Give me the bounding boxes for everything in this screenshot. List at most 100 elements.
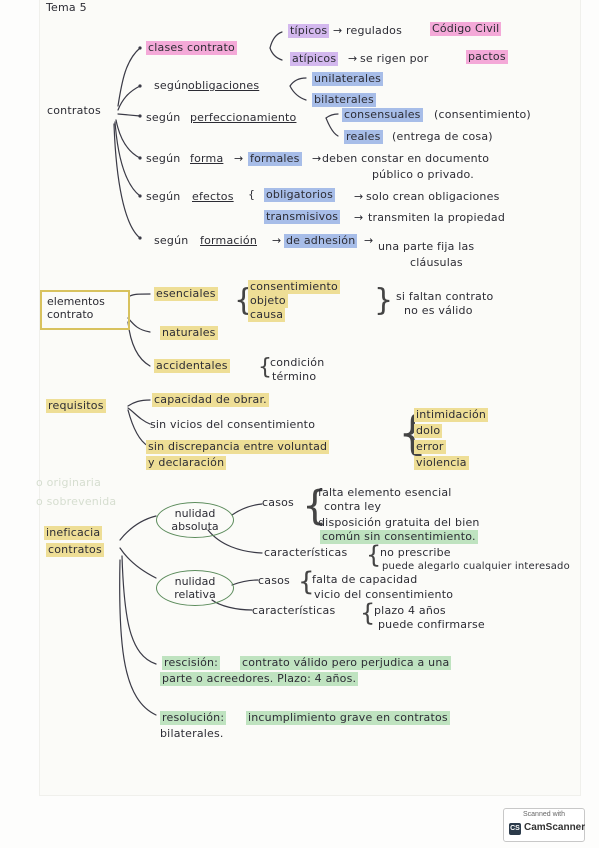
atipicos-arrow: → — [348, 52, 358, 65]
elementos-label-2: contrato — [47, 308, 94, 321]
caracteristicas-abs: características — [264, 546, 348, 559]
puede-confirmarse: puede confirmarse — [378, 618, 485, 631]
codigo-civil-label: Código Civil — [430, 22, 502, 36]
adhesion-desc-1: una parte fija las — [378, 240, 475, 253]
perfeccionamiento-prefix: según — [146, 111, 181, 124]
forma-arrow: → — [234, 152, 244, 165]
transmisivos-desc: transmiten la propiedad — [368, 211, 505, 224]
obligatorios-label: obligatorios — [264, 188, 336, 202]
ghost-originaria: o originaria — [36, 476, 102, 489]
falta-capacidad: falta de capacidad — [312, 573, 418, 586]
rescision-desc-1: contrato válido pero perjudica a una — [240, 656, 452, 670]
camscanner-badge: Scanned with CS CamScanner — [503, 808, 585, 842]
caract-abs-brace: { — [366, 541, 382, 569]
plazo-4-anos: plazo 4 años — [374, 604, 446, 617]
resolucion-desc-1: incumplimiento grave en contratos — [246, 711, 450, 725]
pactos-label: pactos — [466, 50, 508, 64]
vicio-consentimiento: vicio del consentimiento — [314, 588, 454, 601]
adhesion-arrow: → — [364, 234, 374, 247]
objeto-label: objeto — [248, 294, 288, 308]
resolucion-desc-2: bilaterales. — [160, 727, 224, 740]
reales-label: reales — [344, 130, 383, 144]
formales-desc-1: deben constar en documento — [322, 152, 490, 165]
falta-elemento-2: contra ley — [324, 500, 382, 513]
casos-rel-label: casos — [258, 574, 290, 587]
atipicos-label: atípicos — [290, 52, 339, 66]
ghost-sobrevenida: o sobrevenida — [36, 495, 117, 508]
esenciales-note-1: si faltan contrato — [396, 290, 494, 303]
capacidad-label: capacidad de obrar. — [152, 393, 269, 407]
obligaciones-label: obligaciones — [188, 79, 260, 92]
falta-elemento-1: falta elemento esencial — [318, 486, 452, 499]
formales-label: formales — [248, 152, 302, 166]
scanned-with-text: Scanned with — [522, 811, 566, 818]
ineficacia-label-2: contratos — [46, 543, 104, 557]
vicios-label: sin vicios del consentimiento — [150, 418, 316, 431]
nulidad-relativa-1: nulidad — [174, 575, 216, 588]
intimidacion-label: intimidación — [414, 408, 489, 422]
formacion-label: formación — [200, 234, 257, 247]
requisitos-label: requisitos — [46, 399, 106, 413]
causa-label: causa — [248, 308, 286, 322]
transmisivos-arrow: → — [354, 211, 364, 224]
bilaterales-label: bilaterales — [312, 93, 376, 107]
esenciales-label: esenciales — [154, 287, 218, 301]
tipicos-label: típicos — [288, 24, 330, 38]
accidentales-label: accidentales — [154, 359, 230, 373]
topic-title: Tema 5 — [46, 1, 87, 14]
forma-label: forma — [190, 152, 224, 165]
rescision-desc-2: parte o acreedores. Plazo: 4 años. — [160, 672, 359, 686]
atipicos-desc: se rigen por — [360, 52, 429, 65]
ineficacia-label-1: ineficacia — [44, 526, 103, 540]
clases-label: clases contrato — [146, 41, 237, 55]
disposicion-2: común sin consentimiento. — [320, 530, 478, 544]
formacion-prefix: según — [154, 234, 189, 247]
transmisivos-label: transmisivos — [264, 210, 341, 224]
efectos-prefix: según — [146, 190, 181, 203]
camscanner-logo-icon: CS — [509, 823, 521, 835]
no-prescribe: no prescribe — [380, 546, 451, 559]
root-node: contratos — [47, 104, 101, 117]
rescision-label: rescisión: — [162, 656, 221, 670]
tipicos-desc: regulados — [346, 24, 403, 37]
camscanner-brand: CamScanner — [524, 822, 586, 833]
discrepancia-2: y declaración — [146, 456, 227, 470]
esenciales-close-brace: } — [374, 283, 394, 318]
naturales-label: naturales — [160, 326, 218, 340]
efectos-brace: { — [248, 188, 256, 201]
caract-rel-brace: { — [360, 599, 376, 627]
violencia-label: violencia — [414, 456, 469, 470]
obligatorios-arrow: → — [354, 190, 364, 203]
casos-abs-label: casos — [262, 496, 294, 509]
elementos-label-1: elementos — [47, 295, 105, 308]
disposicion-1: disposición gratuita del bien — [318, 516, 480, 529]
elementos-box: elementos contrato — [40, 290, 130, 330]
tipicos-arrow: → — [333, 24, 343, 37]
consentimiento-label: consentimiento — [248, 280, 340, 294]
perfeccionamiento-label: perfeccionamiento — [190, 111, 297, 124]
casos-abs-brace: { — [302, 483, 328, 529]
reales-desc: (entrega de cosa) — [392, 130, 493, 143]
obligatorios-desc: solo crean obligaciones — [366, 190, 500, 203]
termino-label: término — [272, 370, 317, 383]
error-label: error — [414, 440, 446, 454]
dolo-label: dolo — [414, 424, 443, 438]
obligaciones-prefix: según — [154, 79, 189, 92]
adhesion-desc-2: cláusulas — [410, 256, 463, 269]
consensuales-desc: (consentimiento) — [434, 108, 531, 121]
nulidad-absoluta-1: nulidad — [174, 507, 216, 520]
formales-arrow: → — [312, 152, 322, 165]
formacion-arrow: → — [272, 234, 282, 247]
forma-prefix: según — [146, 152, 181, 165]
alegarlo: puede alegarlo cualquier interesado — [382, 561, 570, 572]
nulidad-absoluta-oval: nulidad absoluta — [156, 502, 234, 538]
esenciales-note-2: no es válido — [404, 304, 473, 317]
formales-desc-2: público o privado. — [372, 168, 474, 181]
caracteristicas-rel: características — [252, 604, 336, 617]
nulidad-relativa-oval: nulidad relativa — [156, 570, 234, 606]
accidentales-brace: { — [258, 355, 273, 380]
efectos-label: efectos — [192, 190, 234, 203]
casos-rel-brace: { — [298, 567, 315, 597]
resolucion-label: resolución: — [160, 711, 227, 725]
nulidad-absoluta-2: absoluta — [171, 520, 219, 533]
